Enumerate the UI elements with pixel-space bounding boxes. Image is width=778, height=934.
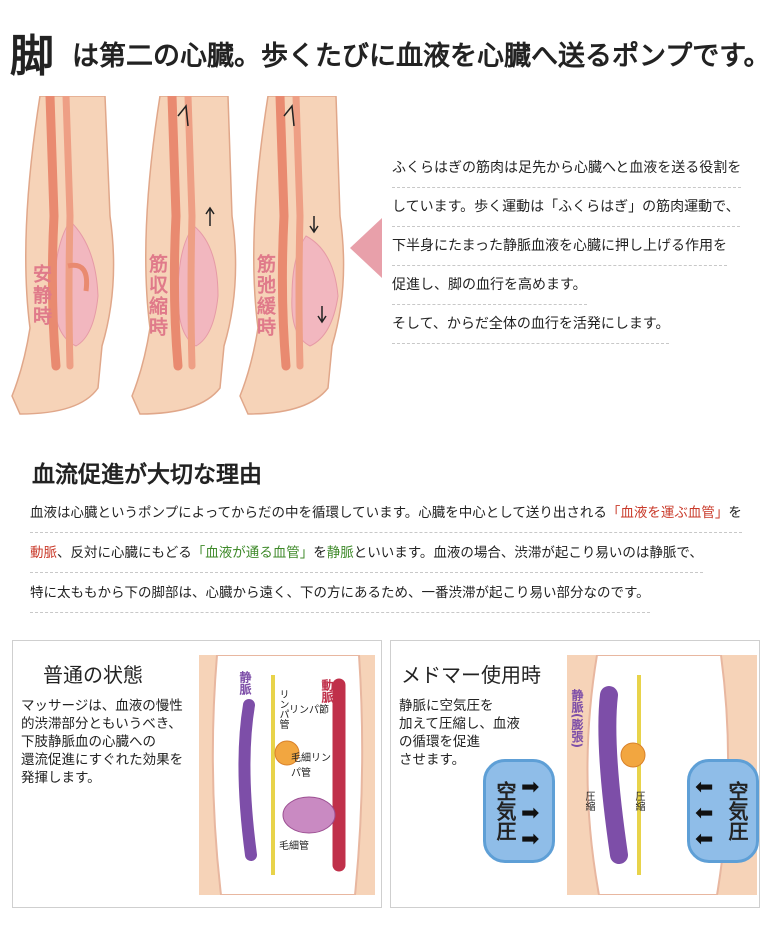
- description-block: ふくらはぎの筋肉は足先から心臓へと血液を送る役割を しています。歩く運動は「ふく…: [392, 152, 752, 347]
- label-compress-right: 圧縮: [633, 791, 644, 811]
- normal-state-panel: 普通の状態 マッサージは、血液の慢性 的渋滞部分ともいうべき、 下肢静脈血の心臓…: [12, 640, 382, 908]
- air-pressure-label-left: 空気圧: [493, 781, 517, 841]
- label-capillary: 毛細管: [279, 841, 309, 852]
- leg-contracting: [131, 91, 237, 415]
- arrow-right-icon: ➡: [521, 827, 540, 852]
- stage-label-contracting: 筋収縮時: [146, 254, 168, 338]
- arrow-right-icon: ➡: [521, 801, 540, 826]
- panel-text-line: の循環を促進: [399, 734, 480, 750]
- stage-label-resting: 安静時: [30, 264, 52, 327]
- label-vein: 静脈: [238, 671, 252, 695]
- description-line: ふくらはぎの筋肉は足先から心臓へと血液を送る役割を: [392, 152, 742, 188]
- label-vein-swell: 静脈(膨張): [570, 689, 584, 748]
- panel-text-line: 還流促進にすぐれた効果を: [21, 752, 184, 768]
- air-pressure-pad-right: [687, 759, 759, 863]
- header-title: は第二の心臓。歩くたびに血液を心臓へ送るポンプです。: [72, 41, 771, 72]
- arrow-left-icon: ⬅: [695, 801, 714, 826]
- arrow-right-icon: ➡: [521, 775, 540, 800]
- panel-text-line: マッサージは、血液の慢性: [21, 698, 183, 714]
- medomer-use-panel: メドマー使用時 静脈に空気圧を 加えて圧縮し、血液 の循環を促進 させます。 静…: [390, 640, 760, 908]
- panel-title: 普通の状態: [43, 663, 143, 687]
- highlight-artery-desc: 「血液を運ぶ血管」: [606, 505, 729, 521]
- description-line: 下半身にたまった静脈血液を心臓に押し上げる作用を: [392, 230, 728, 266]
- panel-text: マッサージは、血液の慢性 的渋滞部分ともいうべき、 下肢静脈血の心臓への 還流促…: [21, 697, 211, 787]
- page-header: 脚 は第二の心臓。歩くたびに血液を心臓へ送るポンプです。: [10, 18, 771, 82]
- label-capillary-lymph: 毛細リンパ管: [291, 753, 331, 779]
- highlight-artery: 動脈: [30, 545, 57, 561]
- label-lymph-vessel: リンパ管: [277, 689, 288, 729]
- panel-text: 静脈に空気圧を 加えて圧縮し、血液 の循環を促進 させます。: [399, 697, 539, 769]
- description-line: そして、からだ全体の血行を活発にします。: [392, 308, 670, 344]
- highlight-vein-desc: 「血液が通る血管」: [191, 545, 314, 561]
- panel-text-line: 的渋滞部分ともいうべき、: [21, 716, 182, 732]
- panel-text-line: 下肢静脈血の心臓への: [21, 734, 156, 750]
- normal-vessel-diagram: [199, 655, 375, 895]
- paragraph-line-2: 動脈、反対に心臓にもどる「血液が通る血管」を静脈といいます。血液の場合、渋滞が起…: [30, 537, 703, 573]
- panel-text-line: させます。: [399, 752, 466, 768]
- paragraph-line-3: 特に太ももから下の脚部は、心臓から遠く、下の方にあるため、一番渋滞が起こり易い部…: [30, 577, 650, 613]
- legs-illustration: 安静時 筋収縮時 筋弛緩時: [10, 91, 350, 418]
- text-segment: を: [313, 545, 327, 561]
- label-artery: 動脈: [320, 679, 334, 703]
- label-lymph-node: リンパ節: [289, 705, 329, 716]
- text-segment: 血液は心臓というポンプによってからだの中を循環しています。心臓を中心として送り出…: [30, 505, 607, 521]
- stage-label-relaxing: 筋弛緩時: [254, 254, 276, 338]
- panel-text-line: 静脈に空気圧を: [399, 698, 494, 714]
- description-line: 促進し、脚の血行を高めます。: [392, 269, 587, 305]
- legs-svg: [11, 91, 345, 415]
- paragraph-line-1: 血液は心臓というポンプによってからだの中を循環しています。心臓を中心として送り出…: [30, 497, 742, 533]
- panel-title: メドマー使用時: [401, 663, 541, 687]
- panel-text-line: 発揮します。: [21, 770, 101, 786]
- text-segment: を: [728, 505, 742, 521]
- arrow-left-icon: ⬅: [695, 827, 714, 852]
- panel-text-line: 加えて圧縮し、血液: [399, 716, 520, 732]
- text-segment: といいます。血液の場合、渋滞が起こり易いのは静脈で、: [353, 545, 703, 561]
- text-segment: 、反対に心臓にもどる: [57, 545, 192, 561]
- leg-resting: [11, 91, 115, 415]
- air-pressure-pad-left: [483, 759, 555, 863]
- header-big-char: 脚: [10, 31, 54, 82]
- leg-relaxing: [239, 91, 345, 415]
- section-paragraph: 血液は心臓というポンプによってからだの中を循環しています。心臓を中心として送り出…: [30, 497, 750, 617]
- label-compress-left: 圧縮: [583, 791, 594, 811]
- air-pressure-label-right: 空気圧: [725, 781, 749, 841]
- highlight-vein: 静脈: [326, 545, 354, 561]
- arrow-left-icon: ⬅: [695, 775, 714, 800]
- description-line: しています。歩く運動は「ふくらはぎ」の筋肉運動で、: [392, 191, 740, 227]
- section-title: 血流促進が大切な理由: [32, 462, 262, 488]
- pointer-triangle: [350, 218, 382, 278]
